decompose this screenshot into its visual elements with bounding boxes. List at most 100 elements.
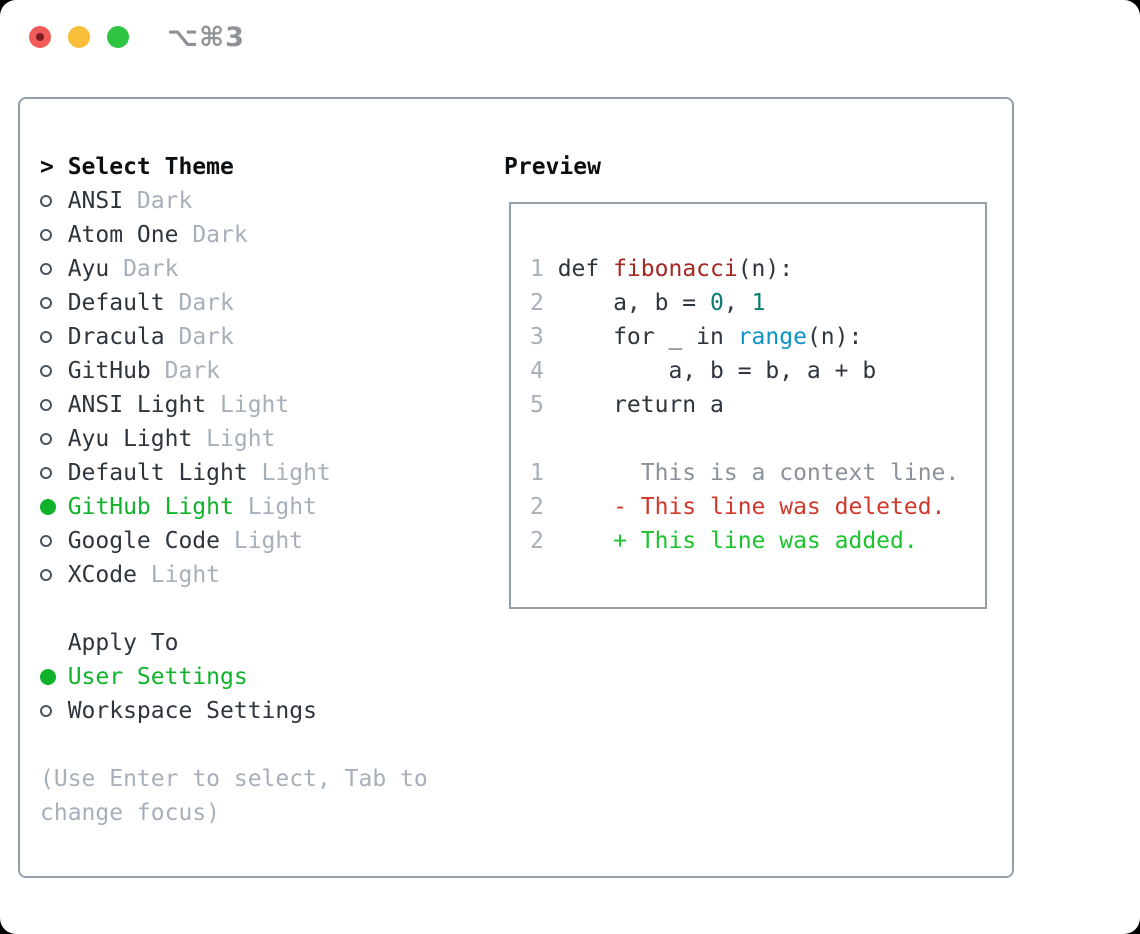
preview-title: Preview (504, 154, 601, 180)
theme-option-github-light-variant: Light (247, 494, 317, 520)
theme-option-ansi-light[interactable]: ANSI Light Light (40, 388, 331, 422)
radio-icon (40, 263, 52, 275)
theme-option-ansi[interactable]: ANSI Dark (40, 184, 331, 218)
radio-icon (40, 499, 56, 515)
unsaved-dot-icon (36, 33, 44, 41)
minimize-button-icon[interactable] (68, 26, 90, 48)
traffic-lights (29, 26, 129, 48)
code-token-builtin: range (737, 324, 807, 350)
theme-option-github-light-label: GitHub Light (67, 494, 234, 520)
apply-option-workspace-settings[interactable]: Workspace Settings (40, 694, 317, 728)
apply-option-user-settings-label: User Settings (67, 664, 248, 690)
code-line: 1 This is a context line. (530, 456, 985, 490)
radio-icon (40, 669, 56, 685)
radio-icon (40, 365, 52, 377)
line-number: 2 (530, 290, 544, 316)
line-number: 3 (530, 324, 544, 350)
theme-option-github-variant: Dark (164, 358, 221, 384)
titlebar: ⌥⌘3 (0, 0, 1140, 74)
radio-icon (40, 399, 52, 411)
code-line: 2 + This line was added. (530, 524, 985, 558)
cursor-icon: > (40, 154, 54, 180)
theme-option-default-label: Default (67, 290, 165, 316)
code-line: 5 return a (530, 388, 985, 422)
code-token-added: + This line was added. (557, 528, 918, 554)
code-token-plain: (n): (737, 256, 794, 282)
keyboard-hint: (Use Enter to select, Tab to change focu… (40, 766, 428, 826)
theme-option-dracula[interactable]: Dracula Dark (40, 320, 331, 354)
theme-option-ayu-variant: Dark (123, 256, 179, 282)
theme-option-dracula-label: Dracula (67, 324, 165, 350)
theme-option-ansi-light-label: ANSI Light (67, 392, 207, 418)
theme-option-default-light-variant: Light (261, 460, 331, 486)
theme-option-google-code-label: Google Code (67, 528, 221, 554)
radio-icon (40, 297, 52, 309)
code-token-deleted: - This line was deleted. (557, 494, 946, 520)
theme-option-xcode-label: XCode (67, 562, 137, 588)
code-token-plain: def (557, 256, 614, 282)
code-token-plain: a, b = b, a + b (557, 358, 877, 384)
line-number: 1 (530, 460, 544, 486)
theme-option-default-light-label: Default Light (67, 460, 248, 486)
theme-option-default-variant: Dark (178, 290, 234, 316)
code-token-func: fibonacci (613, 256, 738, 282)
line-number: 4 (530, 358, 544, 384)
radio-icon (40, 229, 52, 241)
zoom-button-icon[interactable] (107, 26, 129, 48)
line-number: 1 (530, 256, 544, 282)
apply-to-list: Apply To User Settings Workspace Setting… (40, 626, 317, 728)
theme-option-ansi-label: ANSI (67, 188, 124, 214)
code-line: 3 for _ in range(n): (530, 320, 985, 354)
apply-to-title: Apply To (67, 630, 179, 656)
radio-icon (40, 467, 52, 479)
theme-list-title: Select Theme (67, 154, 234, 180)
theme-option-google-code-variant: Light (233, 528, 304, 554)
code-token-plain: a, b = (557, 290, 711, 316)
code-line: 4 a, b = b, a + b (530, 354, 985, 388)
theme-option-xcode[interactable]: XCode Light (40, 558, 331, 592)
theme-option-ayu-light[interactable]: Ayu Light Light (40, 422, 331, 456)
theme-option-atom-one[interactable]: Atom One Dark (40, 218, 331, 252)
close-button-icon[interactable] (29, 26, 51, 48)
theme-option-dracula-variant: Dark (178, 324, 234, 350)
theme-option-ansi-variant: Dark (136, 188, 193, 214)
line-number: 2 (530, 494, 544, 520)
theme-option-google-code[interactable]: Google Code Light (40, 524, 331, 558)
theme-option-ayu-label: Ayu (67, 256, 110, 282)
radio-icon (40, 569, 52, 581)
theme-option-ansi-light-variant: Light (220, 392, 290, 418)
theme-option-atom-one-variant: Dark (192, 222, 248, 248)
code-line: 2 a, b = 0, 1 (530, 286, 985, 320)
theme-option-ayu[interactable]: Ayu Dark (40, 252, 331, 286)
code-token-plain: return a (557, 392, 724, 418)
code-token-number: 1 (751, 290, 766, 316)
theme-option-ayu-light-label: Ayu Light (67, 426, 193, 452)
radio-icon (40, 433, 52, 445)
apply-to-header-row: Apply To (40, 626, 317, 660)
theme-option-ayu-light-variant: Light (206, 426, 276, 452)
code-line (530, 422, 985, 456)
line-number: 2 (530, 528, 544, 554)
line-number: 5 (530, 392, 544, 418)
radio-icon (40, 331, 52, 343)
apply-option-user-settings[interactable]: User Settings (40, 660, 317, 694)
radio-icon (40, 195, 52, 207)
theme-list: > Select Theme ANSI Dark Atom One Dark A… (40, 150, 331, 592)
theme-option-github[interactable]: GitHub Dark (40, 354, 331, 388)
code-token-plain: , (723, 290, 752, 316)
theme-option-default[interactable]: Default Dark (40, 286, 331, 320)
theme-option-default-light[interactable]: Default Light Light (40, 456, 331, 490)
code-token-plain: for _ in (557, 324, 738, 350)
theme-list-header-row: > Select Theme (40, 150, 331, 184)
code-line: 2 - This line was deleted. (530, 490, 985, 524)
theme-option-xcode-variant: Light (150, 562, 221, 588)
code-token-plain: (n): (806, 324, 863, 350)
theme-option-github-light[interactable]: GitHub Light Light (40, 490, 331, 524)
apply-option-workspace-settings-label: Workspace Settings (67, 698, 317, 724)
radio-icon (40, 705, 52, 717)
theme-option-atom-one-label: Atom One (67, 222, 179, 248)
radio-icon (40, 535, 52, 547)
